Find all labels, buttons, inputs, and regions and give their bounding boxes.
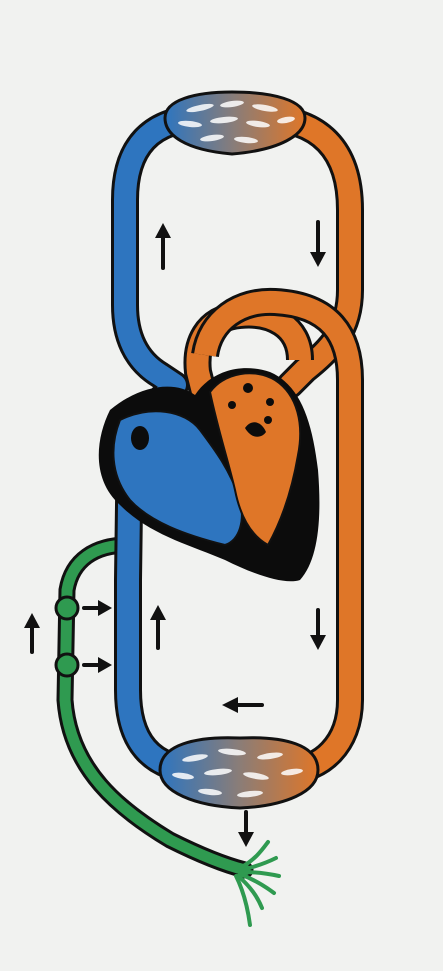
lower-capillary-bed (160, 738, 318, 808)
lymph-node-upper (56, 597, 78, 619)
lymph-node-lower (56, 654, 78, 676)
